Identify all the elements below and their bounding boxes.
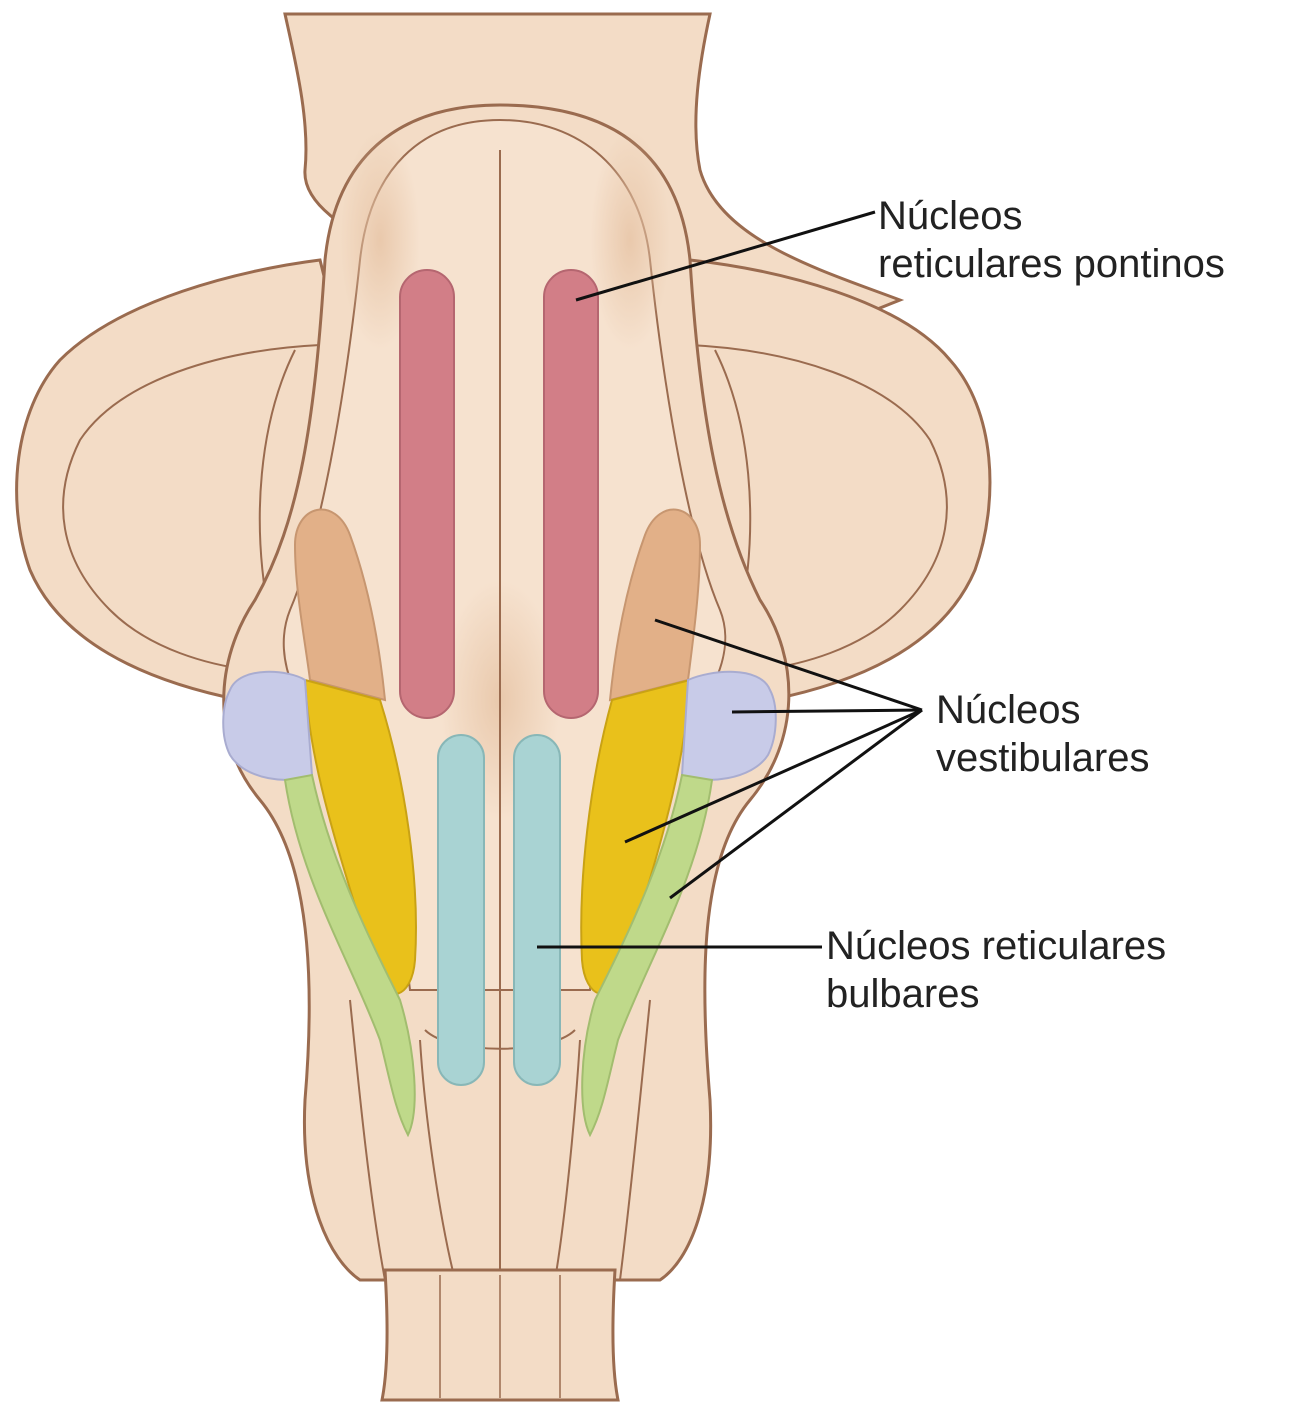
bulbar-nucleus-left: [438, 735, 484, 1085]
vestibular-medial-right: [682, 672, 776, 780]
vestibular-medial-left: [223, 672, 312, 780]
label-vestibular-line2: vestibulares: [936, 734, 1149, 782]
label-bulbar-line2: bulbares: [826, 970, 1166, 1018]
pontine-nucleus-left: [400, 270, 454, 718]
shade-right: [590, 130, 670, 350]
label-pontine-line2: reticulares pontinos: [878, 240, 1225, 288]
label-bulbar-line1: Núcleos reticulares: [826, 922, 1166, 970]
bulbar-nucleus-right: [514, 735, 560, 1085]
label-pontine-line1: Núcleos: [878, 192, 1225, 240]
label-pontine-reticular-nuclei: Núcleos reticulares pontinos: [878, 192, 1225, 288]
pontine-nucleus-right: [544, 270, 598, 718]
label-bulbar-reticular-nuclei: Núcleos reticulares bulbares: [826, 922, 1166, 1018]
label-vestibular-nuclei: Núcleos vestibulares: [936, 686, 1149, 782]
leader-line-vestibular-medial: [732, 710, 922, 712]
label-vestibular-line1: Núcleos: [936, 686, 1149, 734]
